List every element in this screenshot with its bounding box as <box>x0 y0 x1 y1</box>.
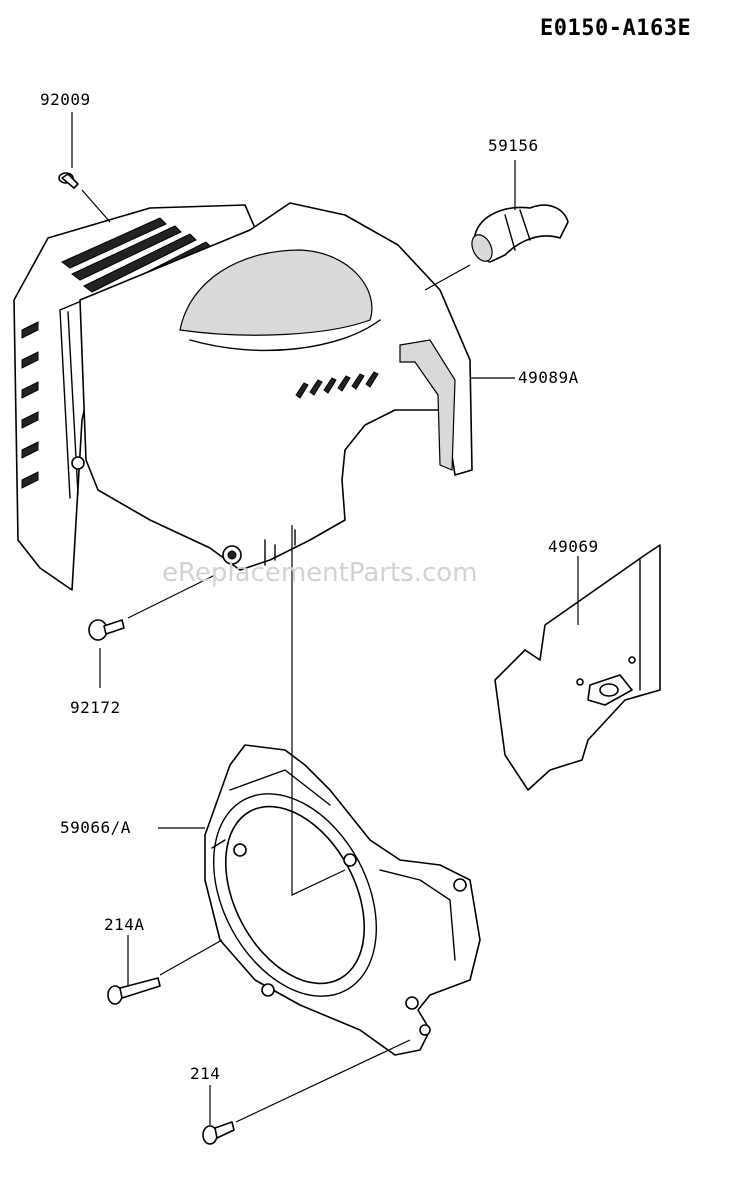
cylinder-cover-drawing <box>13 202 473 591</box>
elbow-59156-drawing <box>471 204 569 263</box>
leader-lines <box>71 112 579 1125</box>
leader-92172-cover <box>127 574 216 619</box>
part-label-49089A[interactable]: 49089A <box>518 368 579 387</box>
cover-vents <box>295 371 379 399</box>
leader-92009-cover <box>81 189 111 223</box>
leader-214A-housing <box>159 939 223 976</box>
fan-housing-59066A-drawing <box>204 744 481 1056</box>
part-label-59066A[interactable]: 59066/A <box>60 818 131 837</box>
cover-tabs <box>264 529 296 566</box>
part-label-214A[interactable]: 214A <box>104 915 145 934</box>
cover-side-bracket <box>399 339 456 471</box>
screw-92009-drawing <box>58 172 79 189</box>
part-label-92009[interactable]: 92009 <box>40 90 91 109</box>
part-label-92172[interactable]: 92172 <box>70 698 121 717</box>
cover-mount-lug-left <box>71 456 85 470</box>
cover-dome-edge <box>189 319 381 352</box>
screw-214-drawing <box>202 1121 235 1145</box>
watermark-text: eReplacementParts.com <box>162 558 478 588</box>
shield-plate-49069-drawing <box>494 544 661 791</box>
part-label-49069[interactable]: 49069 <box>548 537 599 556</box>
cover-main-shell <box>79 202 473 571</box>
leader-59156-cover <box>424 264 471 291</box>
screw-92172-drawing <box>88 619 125 641</box>
screw-214A-drawing <box>107 977 161 1005</box>
part-label-214[interactable]: 214 <box>190 1064 221 1083</box>
diagram-code: E0150-A163E <box>540 16 692 41</box>
cover-side-fins <box>21 321 39 489</box>
fan-housing-opening <box>224 805 366 985</box>
leader-214-housing <box>235 1039 411 1123</box>
leader-cover-to-housing <box>291 525 346 896</box>
part-label-59156[interactable]: 59156 <box>488 136 539 155</box>
cover-dome <box>179 249 373 336</box>
